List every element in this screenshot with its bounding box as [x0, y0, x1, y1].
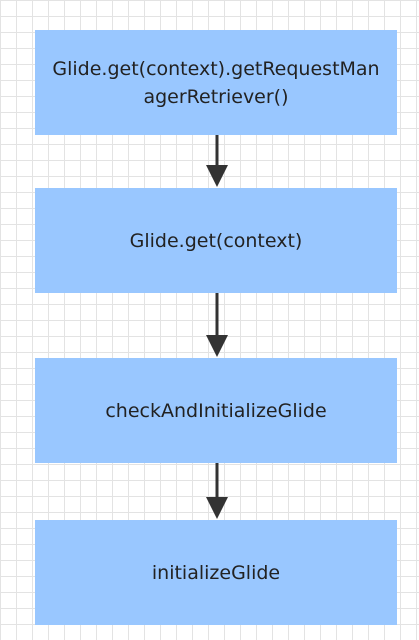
- node-get-request-manager-retriever[interactable]: Glide.get(context).getRequestManagerRetr…: [35, 30, 397, 135]
- arrow-down-2: [205, 293, 229, 358]
- node-check-and-initialize-glide[interactable]: checkAndInitializeGlide: [35, 358, 397, 463]
- arrow-down-icon: [206, 463, 228, 519]
- arrow-down-3: [205, 463, 229, 520]
- arrow-down-icon: [206, 135, 228, 187]
- node-label: Glide.get(context).getRequestManagerRetr…: [52, 57, 380, 108]
- node-initialize-glide[interactable]: initializeGlide: [35, 520, 397, 625]
- arrow-down-1: [205, 135, 229, 188]
- node-label: checkAndInitializeGlide: [105, 399, 327, 422]
- node-label: initializeGlide: [151, 561, 281, 584]
- node-label: Glide.get(context): [129, 229, 303, 252]
- node-glide-get[interactable]: Glide.get(context): [35, 188, 397, 293]
- arrow-down-icon: [206, 293, 228, 357]
